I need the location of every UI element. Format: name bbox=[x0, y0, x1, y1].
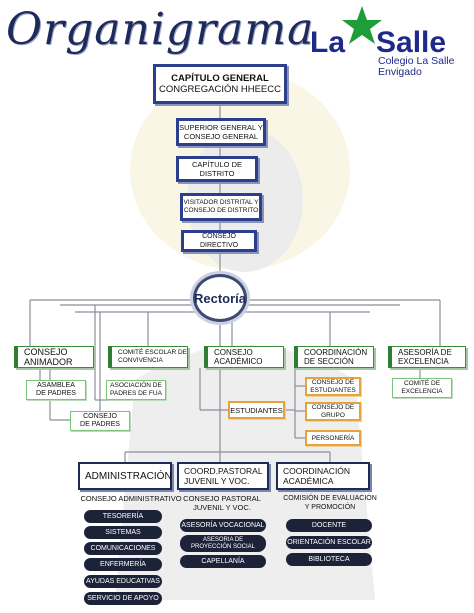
admin-item: ENFERMERÍA bbox=[84, 558, 162, 571]
personeria-node: PERSONERÍA bbox=[305, 430, 361, 446]
la-salle-logo: La Salle Colegio La Salle Envigado bbox=[310, 4, 470, 78]
academica-item: ORIENTACIÓN ESCOLAR bbox=[286, 536, 372, 549]
logo-subtitle: Colegio La Salle Envigado bbox=[378, 55, 455, 78]
admin-item: COMUNICACIONES bbox=[84, 542, 162, 555]
consejo-administrativo-label: CONSEJO ADMINISTRATIVO bbox=[80, 494, 182, 503]
admin-item: SERVICIO DE APOYO bbox=[84, 592, 162, 605]
admin-item: SISTEMAS bbox=[84, 526, 162, 539]
admin-item: AYUDAS EDUCATIVAS bbox=[84, 575, 162, 588]
logo-la: La bbox=[310, 26, 346, 59]
page-title: Organigrama bbox=[6, 4, 315, 55]
academica-item: DOCENTE bbox=[286, 519, 372, 532]
estudiantes-node: ESTUDIANTES bbox=[228, 401, 285, 419]
star-icon bbox=[342, 6, 382, 44]
consejo-pastoral-label: CONSEJO PASTORAL JUVENIL Y VOC. bbox=[183, 494, 261, 512]
academica-item: BIBLIOTECA bbox=[286, 553, 372, 566]
rectoria-node: Rectoría bbox=[193, 274, 247, 322]
logo-salle: Salle bbox=[376, 26, 447, 59]
consejo-directivo-node: CONSEJO DIRECTIVO bbox=[181, 230, 257, 252]
pastoral-item: ASESORIA DE PROYECCIÓN SOCIAL bbox=[180, 535, 266, 552]
pastoral-item: CAPELLANÍA bbox=[180, 555, 266, 568]
administracion-node: ADMINISTRACIÓN bbox=[78, 462, 172, 490]
comision-evaluacion-label: COMISIÓN DE EVALUACIÓN Y PROMOCIÓN bbox=[283, 495, 377, 511]
pastoral-item: ASESORÍA VOCACIONAL bbox=[180, 519, 266, 532]
admin-item: TESORERÍA bbox=[84, 510, 162, 523]
